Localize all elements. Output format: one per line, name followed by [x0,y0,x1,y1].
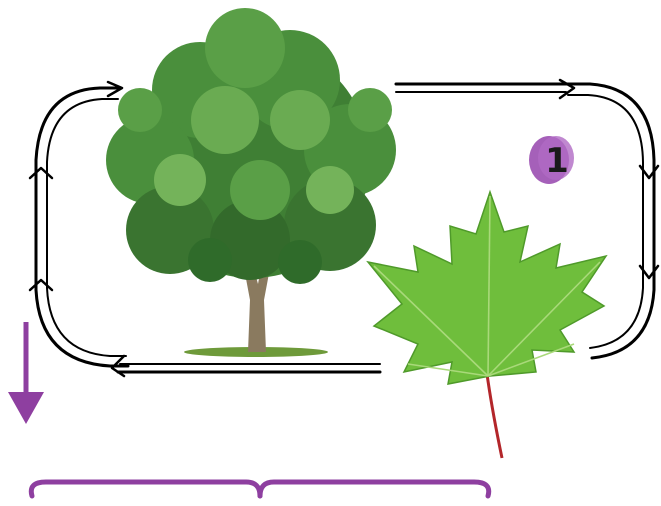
tree-icon [106,8,396,357]
step-number-label: 1 [545,141,569,181]
leaf-blade [368,192,606,384]
step-number-badge: 1 [529,136,574,184]
cycle-notch-left-lower [30,280,52,290]
curly-brace-icon [31,482,488,496]
cycle-notch-left [30,168,52,178]
tree-canopy [106,8,396,284]
maple-leaf-icon [368,192,606,458]
cycle-border-outer-left [36,88,128,366]
down-arrow-icon [8,322,44,424]
leaf-stem [487,374,502,458]
